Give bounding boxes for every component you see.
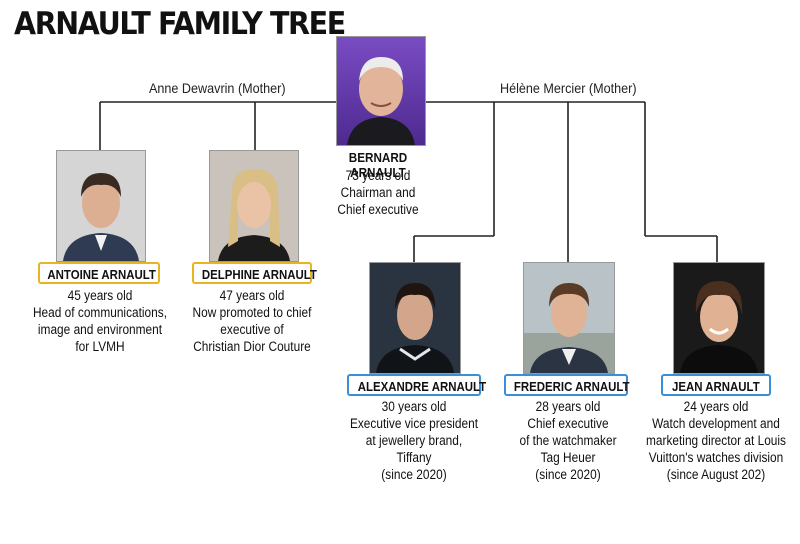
jean-name: JEAN ARNAULT bbox=[672, 379, 760, 394]
bernard-name: BERNARD ARNAULT bbox=[348, 150, 408, 180]
delphine-arnault-photo bbox=[209, 150, 299, 262]
alexandre-info-line: Executive vice president bbox=[349, 416, 479, 431]
delphine-info-line: Now promoted to chief bbox=[192, 305, 312, 320]
antoine-info-line: for LVMH bbox=[75, 339, 125, 354]
antoine-info-line: image and environment bbox=[37, 322, 163, 337]
bernard-info-line: 73 years old bbox=[345, 168, 411, 183]
page-title: ARNAULT FAMILY TREE bbox=[14, 6, 346, 42]
delphine-info-line: 47 years old bbox=[219, 288, 285, 303]
frederic-info-line: of the watchmaker bbox=[519, 433, 617, 448]
frederic-info-line: 28 years old bbox=[535, 399, 601, 414]
delphine-info: 47 years old Now promoted to chief execu… bbox=[172, 287, 332, 355]
bernard-info-line: Chief executive bbox=[337, 202, 419, 217]
delphine-info-line: executive of bbox=[220, 322, 284, 337]
jean-arnault-photo bbox=[673, 262, 765, 374]
jean-info: 24 years old Watch development and marke… bbox=[636, 398, 796, 483]
bernard-info: 73 years old Chairman and Chief executiv… bbox=[318, 167, 438, 218]
jean-name-box: JEAN ARNAULT bbox=[661, 374, 771, 396]
alexandre-arnault-photo bbox=[369, 262, 461, 374]
jean-info-line: Watch development and bbox=[652, 416, 780, 431]
antoine-info-line: Head of communications, bbox=[32, 305, 168, 320]
antoine-info-line: 45 years old bbox=[67, 288, 133, 303]
frederic-info-line: Tag Heuer bbox=[540, 450, 596, 465]
jean-info-line: marketing director at Louis bbox=[645, 433, 786, 448]
frederic-info-line: (since 2020) bbox=[535, 467, 601, 482]
delphine-name: DELPHINE ARNAULT bbox=[201, 267, 317, 282]
antoine-name-box: ANTOINE ARNAULT bbox=[38, 262, 160, 284]
jean-info-line: Vuitton's watches division bbox=[648, 450, 784, 465]
antoine-info: 45 years old Head of communications, ima… bbox=[20, 287, 180, 355]
mother-label-helene: Hélène Mercier (Mother) bbox=[500, 80, 637, 96]
antoine-arnault-photo bbox=[56, 150, 146, 262]
bernard-info-line: Chairman and bbox=[340, 185, 416, 200]
frederic-name: FREDERIC ARNAULT bbox=[513, 379, 630, 394]
jean-info-line: 24 years old bbox=[683, 399, 749, 414]
frederic-arnault-photo bbox=[523, 262, 615, 374]
alexandre-name: ALEXANDRE ARNAULT bbox=[357, 379, 487, 394]
alexandre-info-line: (since 2020) bbox=[381, 467, 447, 482]
alexandre-info-line: Tiffany bbox=[396, 450, 432, 465]
alexandre-info: 30 years old Executive vice president at… bbox=[334, 398, 494, 483]
delphine-name-box: DELPHINE ARNAULT bbox=[192, 262, 317, 284]
frederic-info-line: Chief executive bbox=[527, 416, 609, 431]
frederic-info: 28 years old Chief executive of the watc… bbox=[488, 398, 648, 483]
bernard-arnault-photo bbox=[336, 36, 426, 146]
jean-info-line: (since August 202) bbox=[666, 467, 766, 482]
frederic-name-box: FREDERIC ARNAULT bbox=[504, 374, 630, 396]
alexandre-name-box: ALEXANDRE ARNAULT bbox=[347, 374, 486, 396]
delphine-info-line: Christian Dior Couture bbox=[193, 339, 311, 354]
alexandre-info-line: at jewellery brand, bbox=[365, 433, 463, 448]
mother-label-anne: Anne Dewavrin (Mother) bbox=[149, 80, 286, 96]
alexandre-info-line: 30 years old bbox=[381, 399, 447, 414]
antoine-name: ANTOINE ARNAULT bbox=[47, 267, 156, 282]
